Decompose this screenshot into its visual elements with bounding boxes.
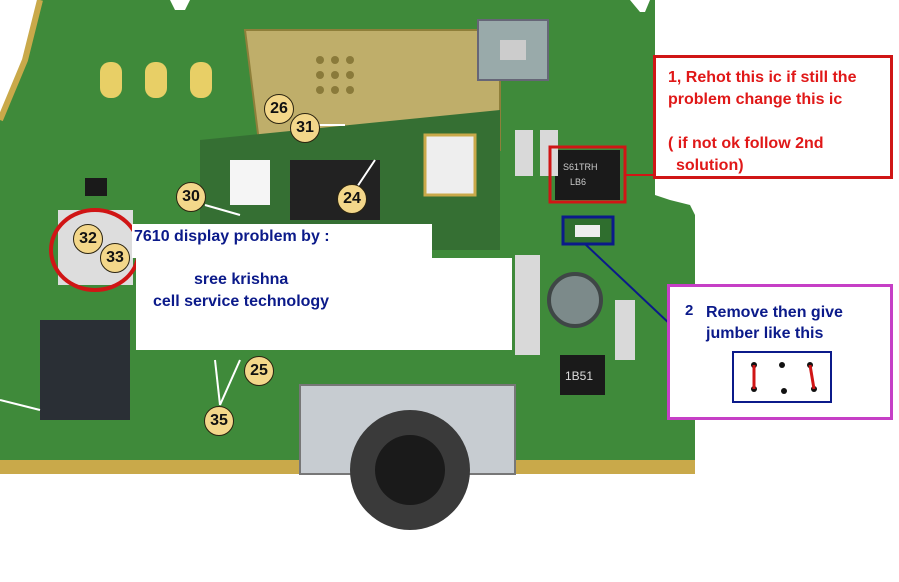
solution-1-line-2: problem change this ic (668, 91, 843, 108)
jumper-target-box (561, 215, 615, 246)
author-name: sree krishna (194, 271, 289, 288)
svg-text:1B51: 1B51 (565, 369, 593, 383)
jumper-diagram (732, 351, 832, 403)
solution-2-number: 2 (685, 302, 694, 319)
author-background (136, 258, 512, 350)
badge-24: 24 (337, 184, 367, 214)
solution-1-line-3: ( if not ok follow 2nd (668, 135, 824, 152)
badge-26: 26 (264, 94, 294, 124)
badge-25: 25 (244, 356, 274, 386)
ic-chip-large (40, 320, 130, 420)
solution-2-box: 2 Remove then give jumber like this (667, 284, 893, 420)
page-title: 7610 display problem by : (134, 228, 330, 245)
solution-2-line-2: jumber like this (706, 325, 824, 342)
target-ic (555, 150, 620, 200)
ic-chip (290, 160, 380, 220)
badge-30: 30 (176, 182, 206, 212)
ic-marking: S61TRH (563, 162, 598, 172)
badge-33: 33 (100, 243, 130, 273)
jumper-icon (751, 362, 817, 394)
solution-1-line-1: 1, Rehot this ic if still the (668, 69, 857, 86)
title-background (132, 224, 432, 258)
solution-1-box: 1, Rehot this ic if still the problem ch… (653, 55, 893, 179)
solution-2-line-1: Remove then give (706, 304, 843, 321)
solution-1-line-4: solution) (676, 157, 744, 174)
author-company: cell service technology (153, 293, 330, 310)
badge-35: 35 (204, 406, 234, 436)
badge-31: 31 (290, 113, 320, 143)
badge-32: 32 (73, 224, 103, 254)
svg-text:LB6: LB6 (570, 177, 586, 187)
